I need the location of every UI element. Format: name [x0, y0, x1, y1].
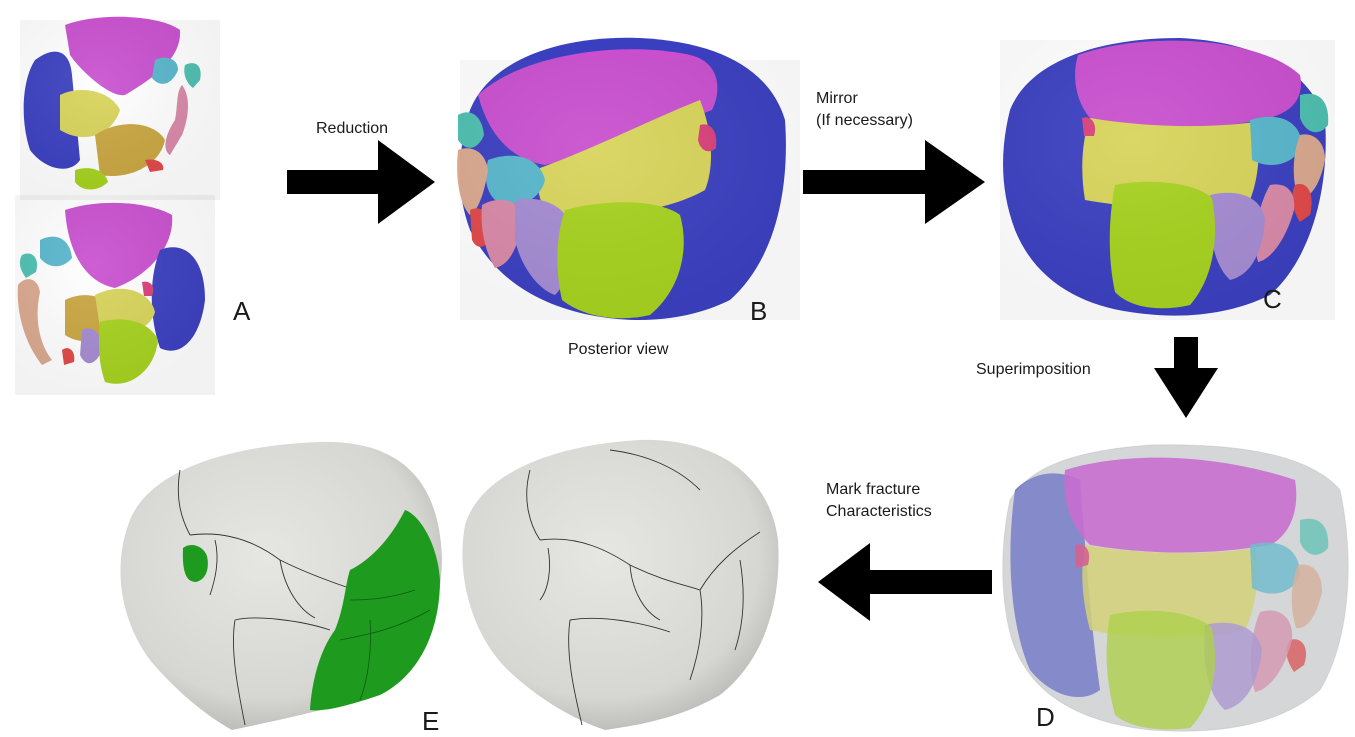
arrow-superimposition [1154, 337, 1218, 418]
step-label-reduction: Reduction [316, 119, 388, 139]
panel-b-reduced-model [457, 38, 800, 320]
panel-c-mirrored-model [1000, 38, 1335, 320]
panel-label-d: D [1036, 702, 1055, 733]
panel-e-marked-model [120, 442, 442, 730]
panel-a-upper-view [20, 17, 220, 200]
step-label-mark-fracture: Mark fracture [826, 480, 920, 500]
view-caption: Posterior view [568, 340, 668, 360]
step-label-mirror-note: (If necessary) [816, 111, 913, 131]
arrow-reduction [287, 140, 435, 224]
panel-a-fragments [15, 17, 220, 395]
panel-a-lower-view [15, 195, 215, 395]
arrow-mirror [803, 140, 985, 224]
arrow-mark-characteristics [818, 543, 992, 621]
panel-label-a: A [233, 296, 250, 327]
panel-label-e: E [422, 706, 439, 737]
panel-label-b: B [750, 296, 767, 327]
panel-label-c: C [1263, 284, 1282, 315]
step-label-characteristics: Characteristics [826, 502, 932, 522]
panel-e-unmarked-model [462, 440, 778, 730]
step-label-mirror: Mirror [816, 89, 858, 109]
step-label-superimposition: Superimposition [976, 360, 1091, 380]
panel-d-superimposed-model [1003, 445, 1348, 731]
